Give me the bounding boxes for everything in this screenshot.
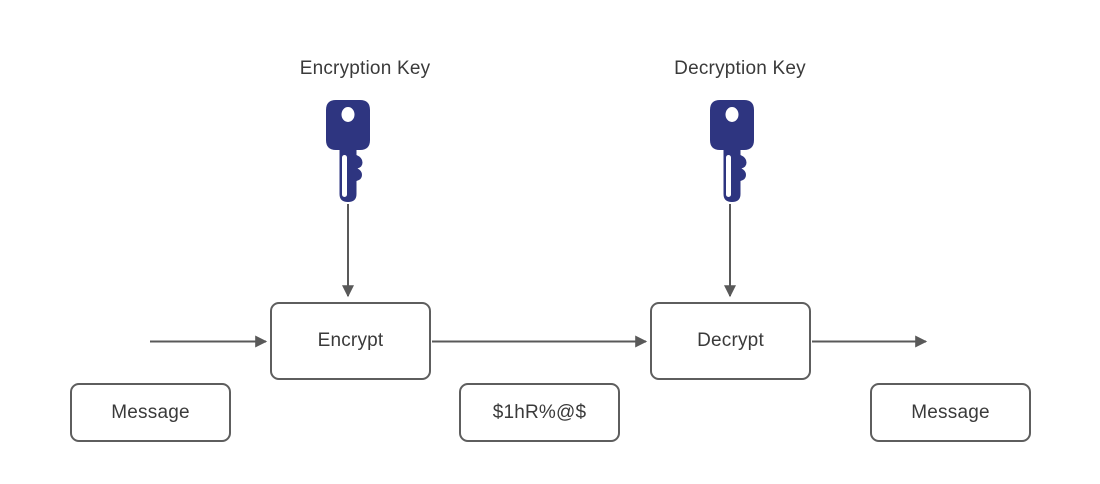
message-in-label: Message [111,401,190,423]
message-out-label: Message [911,401,990,423]
encryption-key-label: Encryption Key [299,58,431,79]
encrypt-box-label: Encrypt [317,330,384,351]
encrypt-box: Encrypt [270,302,431,380]
ciphertext-label: $1hR%@$ [492,401,587,423]
message-in-box: Message [70,383,231,442]
decryption-key-icon [710,100,754,202]
decrypt-box: Decrypt [650,302,811,380]
message-out-box: Message [870,383,1031,442]
decryption-key-label: Decryption Key [674,58,806,79]
encryption-key-icon [326,100,370,202]
ciphertext-box: $1hR%@$ [459,383,620,442]
decrypt-box-label: Decrypt [697,330,764,351]
